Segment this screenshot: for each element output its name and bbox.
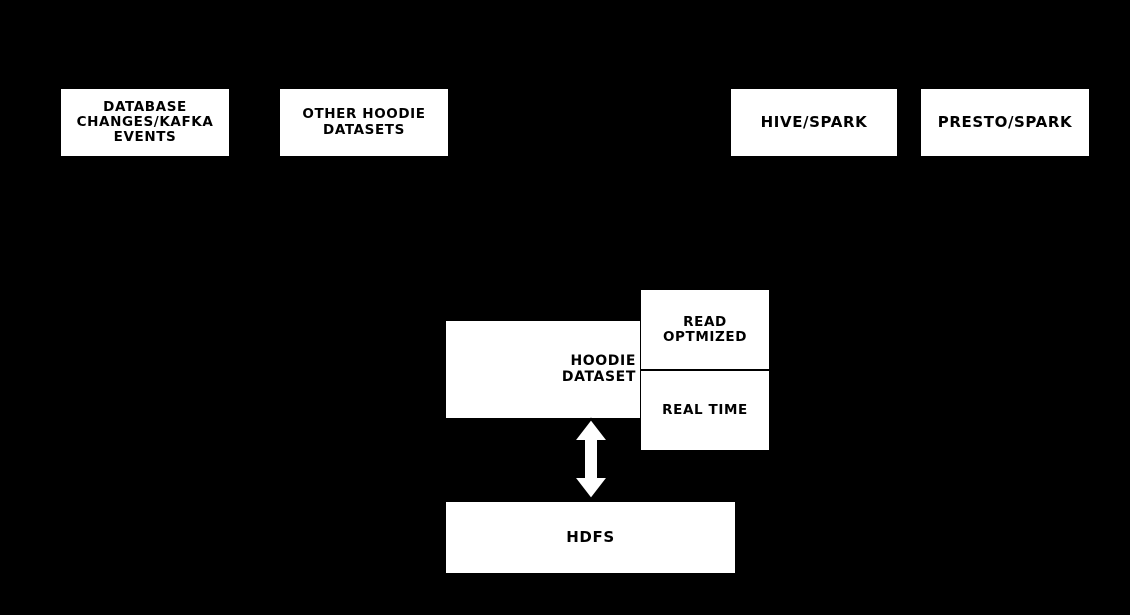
view-panel-divider bbox=[641, 369, 769, 371]
node-database-changes-kafka-events[interactable]: DATABASE CHANGES/KAFKA EVENTS bbox=[61, 89, 229, 156]
double-headed-vertical-arrow-icon bbox=[570, 417, 612, 501]
node-label: PRESTO/SPARK bbox=[937, 113, 1073, 132]
node-hive-spark[interactable]: HIVE/SPARK bbox=[731, 89, 897, 156]
node-label: DATABASE CHANGES/KAFKA EVENTS bbox=[76, 98, 214, 146]
node-label: HOODIE DATASET bbox=[561, 352, 636, 385]
node-real-time-view[interactable]: REAL TIME bbox=[641, 371, 769, 450]
node-label: OTHER HOODIE DATASETS bbox=[302, 106, 426, 138]
node-label: HDFS bbox=[566, 528, 615, 547]
node-presto-spark[interactable]: PRESTO/SPARK bbox=[921, 89, 1089, 156]
node-label: READ OPTMIZED bbox=[662, 313, 748, 345]
view-panel: READ OPTMIZED REAL TIME bbox=[641, 290, 769, 450]
node-label: REAL TIME bbox=[662, 401, 748, 418]
node-other-hoodie-datasets[interactable]: OTHER HOODIE DATASETS bbox=[280, 89, 448, 156]
node-label: HIVE/SPARK bbox=[760, 113, 868, 132]
node-hoodie-dataset[interactable]: HOODIE DATASET bbox=[446, 321, 640, 418]
node-hdfs[interactable]: HDFS bbox=[446, 502, 735, 573]
node-read-optimized-view[interactable]: READ OPTMIZED bbox=[641, 290, 769, 370]
